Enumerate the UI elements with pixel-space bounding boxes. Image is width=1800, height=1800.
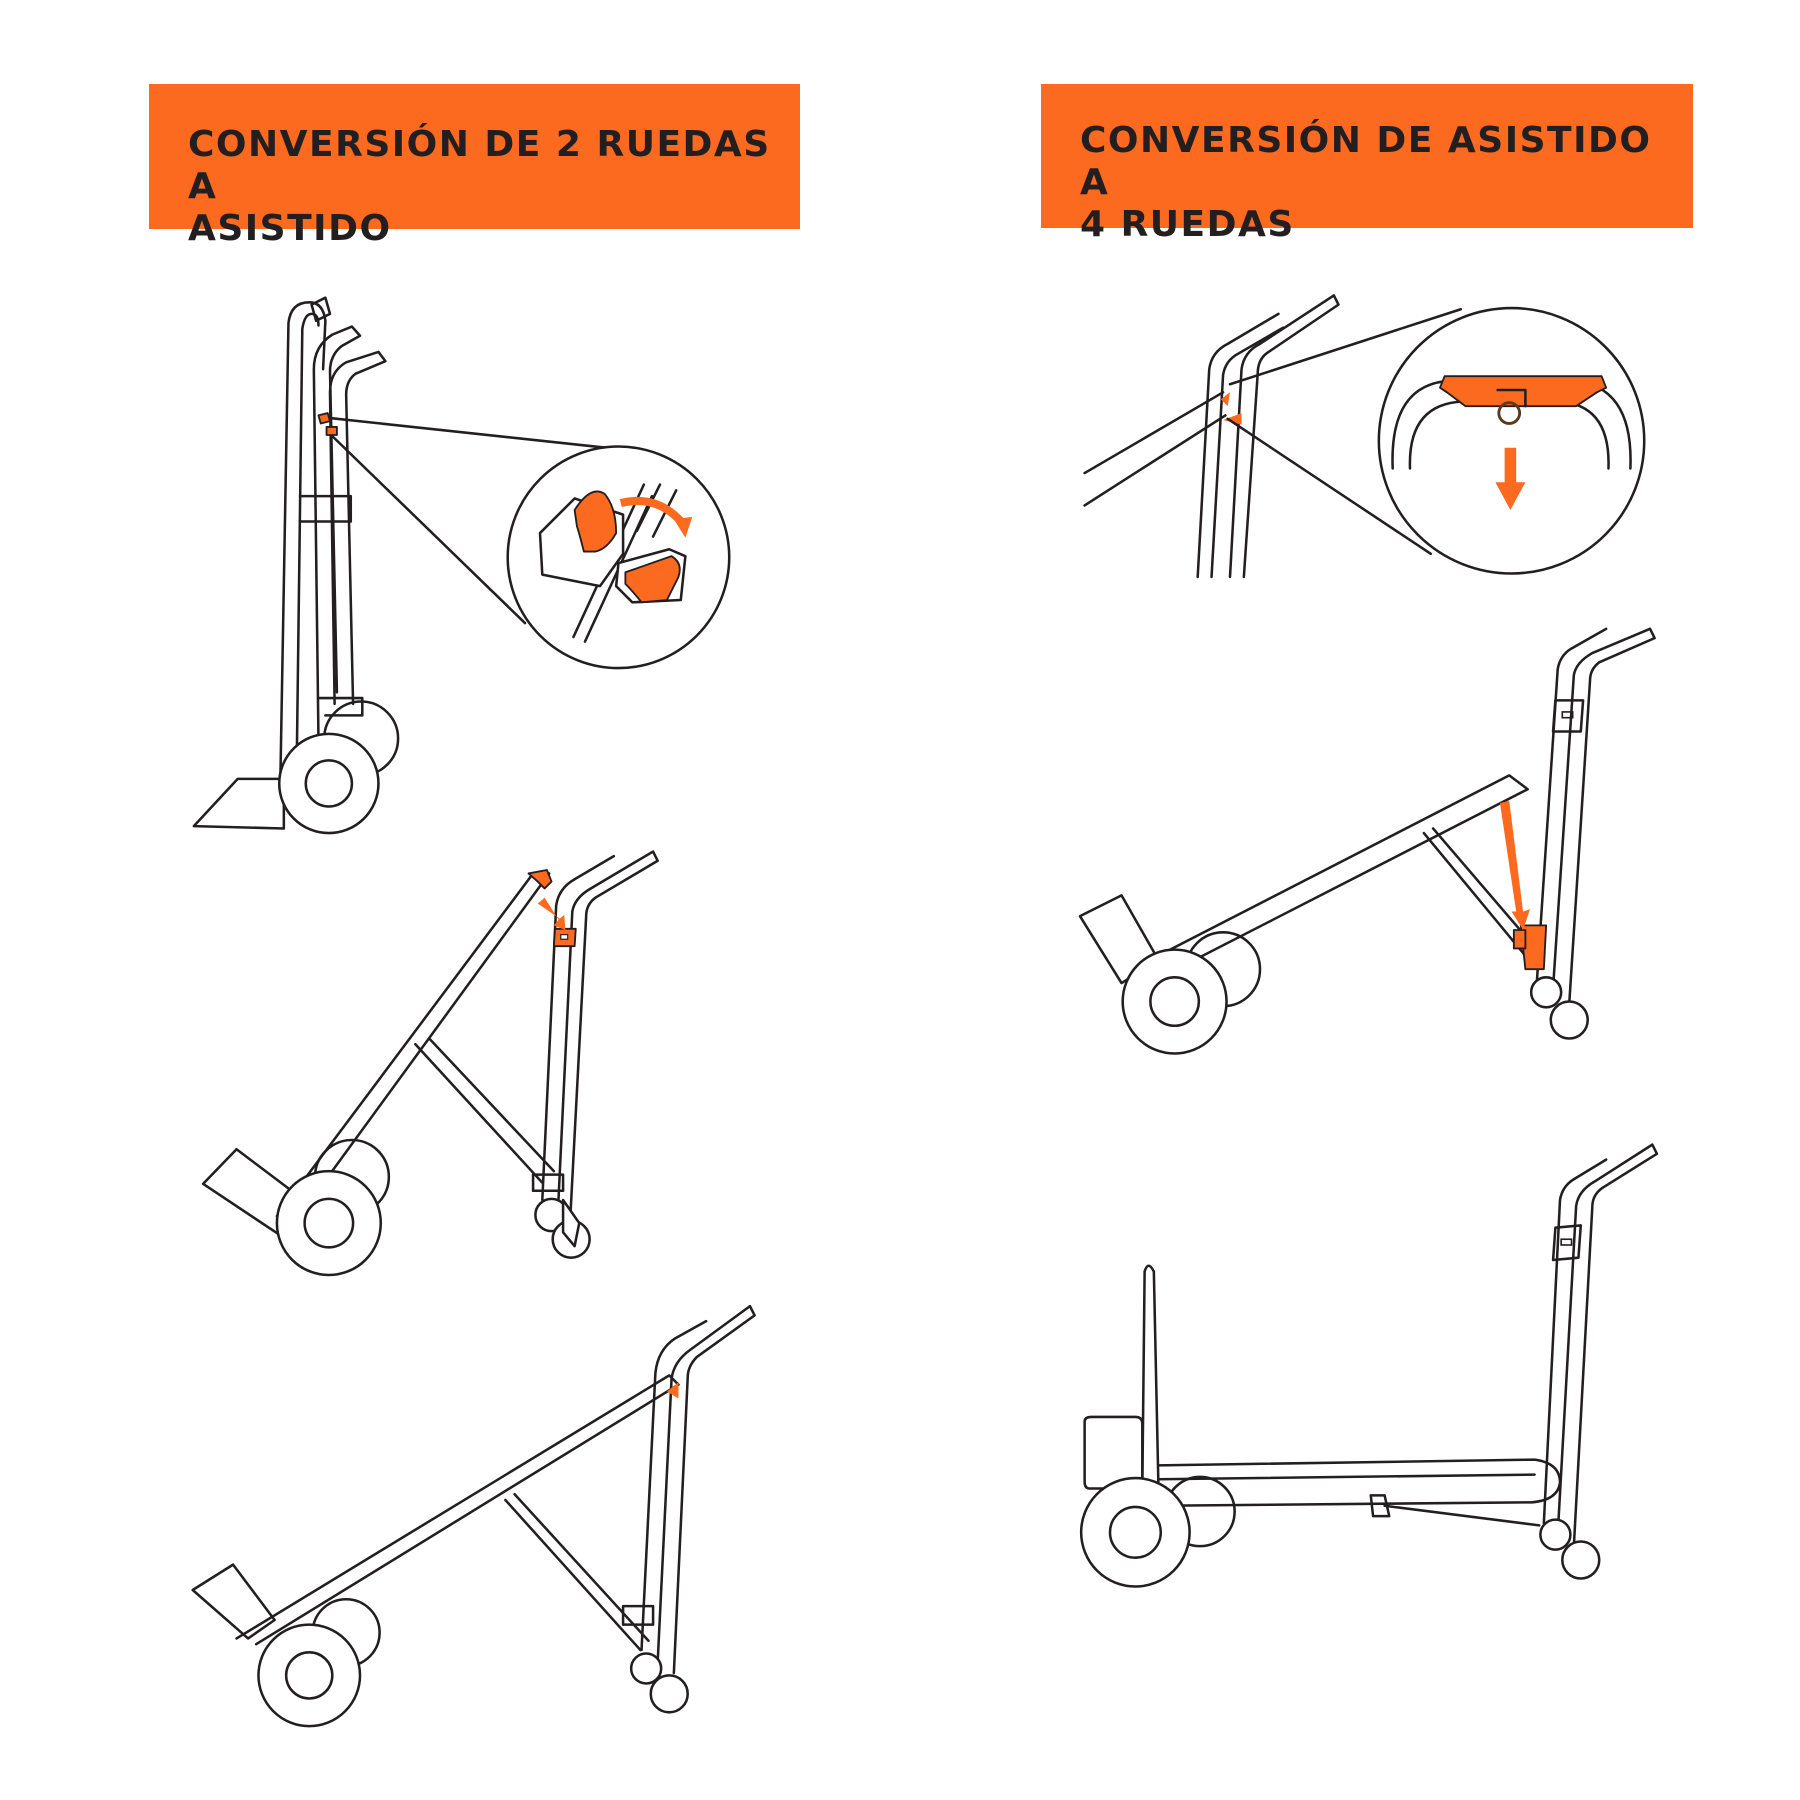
section-header-2-wheels-to-assisted: CONVERSIÓN DE 2 RUEDAS A ASISTIDO [149,84,800,249]
section-header-assisted-to-4-wheels: CONVERSIÓN DE ASISTIDO A 4 RUEDAS [1041,84,1693,245]
header-title-line-1: CONVERSIÓN DE 2 RUEDAS A [188,124,771,207]
header-title-line-2: 4 RUEDAS [1080,204,1295,245]
illustration-left-step-3 [191,1304,756,1728]
illustration-right-step-2 [1078,627,1656,1055]
illustration-left-step-2 [201,850,659,1277]
illustration-right-step-3 [1079,1143,1659,1588]
header-title-line-1: CONVERSIÓN DE ASISTIDO A [1080,120,1652,203]
illustration-left-step-1 [192,296,731,835]
illustration-right-step-1 [1083,294,1646,579]
header-title-line-2: ASISTIDO [188,208,392,249]
